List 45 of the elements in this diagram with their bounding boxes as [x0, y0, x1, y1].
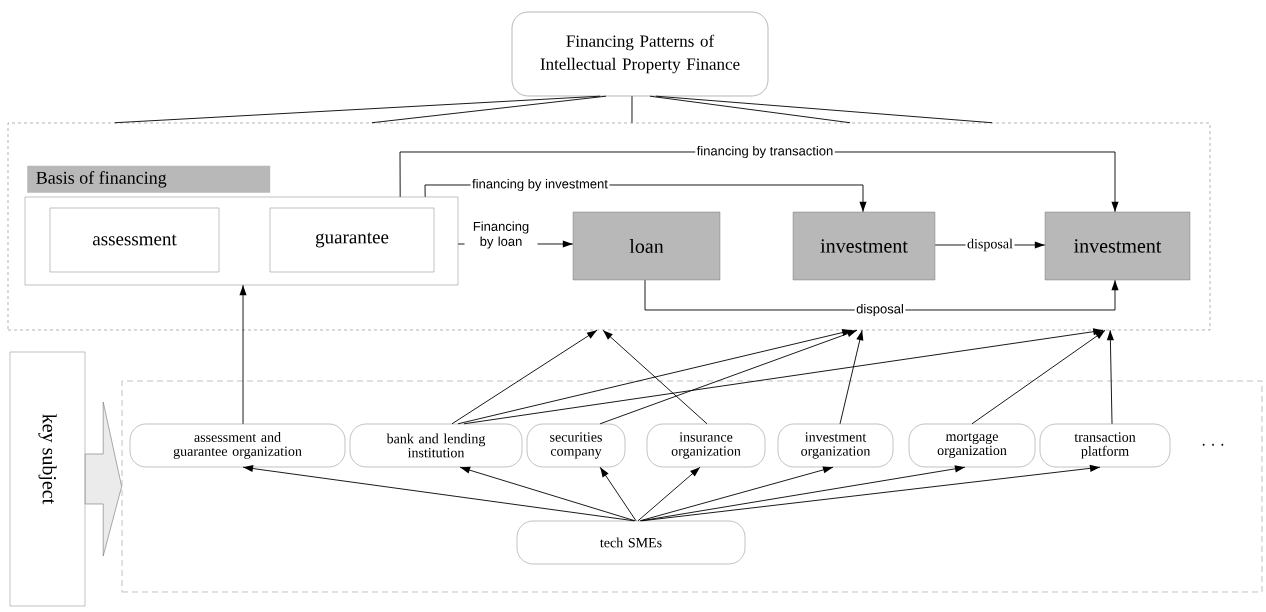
arrow [640, 465, 966, 522]
arrow [641, 464, 1101, 522]
ellipsis: · · · [1202, 443, 1224, 446]
rounded-box: assessment and guarantee organization [129, 423, 346, 468]
connector-line [371, 95, 607, 124]
arrow [239, 284, 247, 425]
process-box: guarantee [269, 207, 435, 273]
arrow [639, 466, 834, 522]
process-box: investment [1044, 211, 1191, 281]
title-box: Financing Patterns of Intellectual Property Finance [511, 11, 769, 97]
connector-line [649, 95, 851, 124]
rounded-box: mortgage organization [908, 423, 1036, 468]
arrow [599, 329, 858, 425]
arrow [644, 279, 1119, 311]
process-box: loan [572, 211, 721, 281]
rounded-box: tech SMEs [516, 520, 746, 565]
side-box: key subject [9, 351, 86, 607]
edge-label: financing by investment [470, 177, 610, 193]
rounded-box: investment organization [777, 423, 894, 468]
arrow [839, 329, 864, 425]
node-label: Basis of financing [36, 171, 167, 188]
rounded-box: bank and lending institution [349, 423, 523, 468]
dashed-frame [121, 380, 1263, 593]
arrow [1106, 329, 1114, 425]
rounded-box: insurance organization [646, 423, 766, 468]
arrow [463, 328, 1104, 425]
dashed-frame [7, 122, 1211, 331]
arrow [451, 329, 598, 425]
rounded-box: transaction platform [1039, 423, 1171, 468]
process-box: investment [792, 211, 936, 281]
connector-line [655, 95, 993, 124]
arrow [602, 329, 708, 425]
arrow [599, 466, 637, 522]
process-box: assessment [49, 207, 220, 273]
edge-label: financing by transaction [695, 144, 835, 160]
arrow [637, 466, 701, 522]
edge-label: disposal [965, 237, 1015, 253]
rounded-box: securities company [526, 423, 626, 468]
edge-label: Financing by loan [464, 219, 538, 251]
block-arrow [84, 401, 122, 557]
connector-line [631, 95, 633, 124]
arrow [459, 466, 636, 522]
arrow [971, 329, 1106, 425]
arrow [242, 465, 635, 522]
edge-label: disposal [854, 302, 906, 318]
